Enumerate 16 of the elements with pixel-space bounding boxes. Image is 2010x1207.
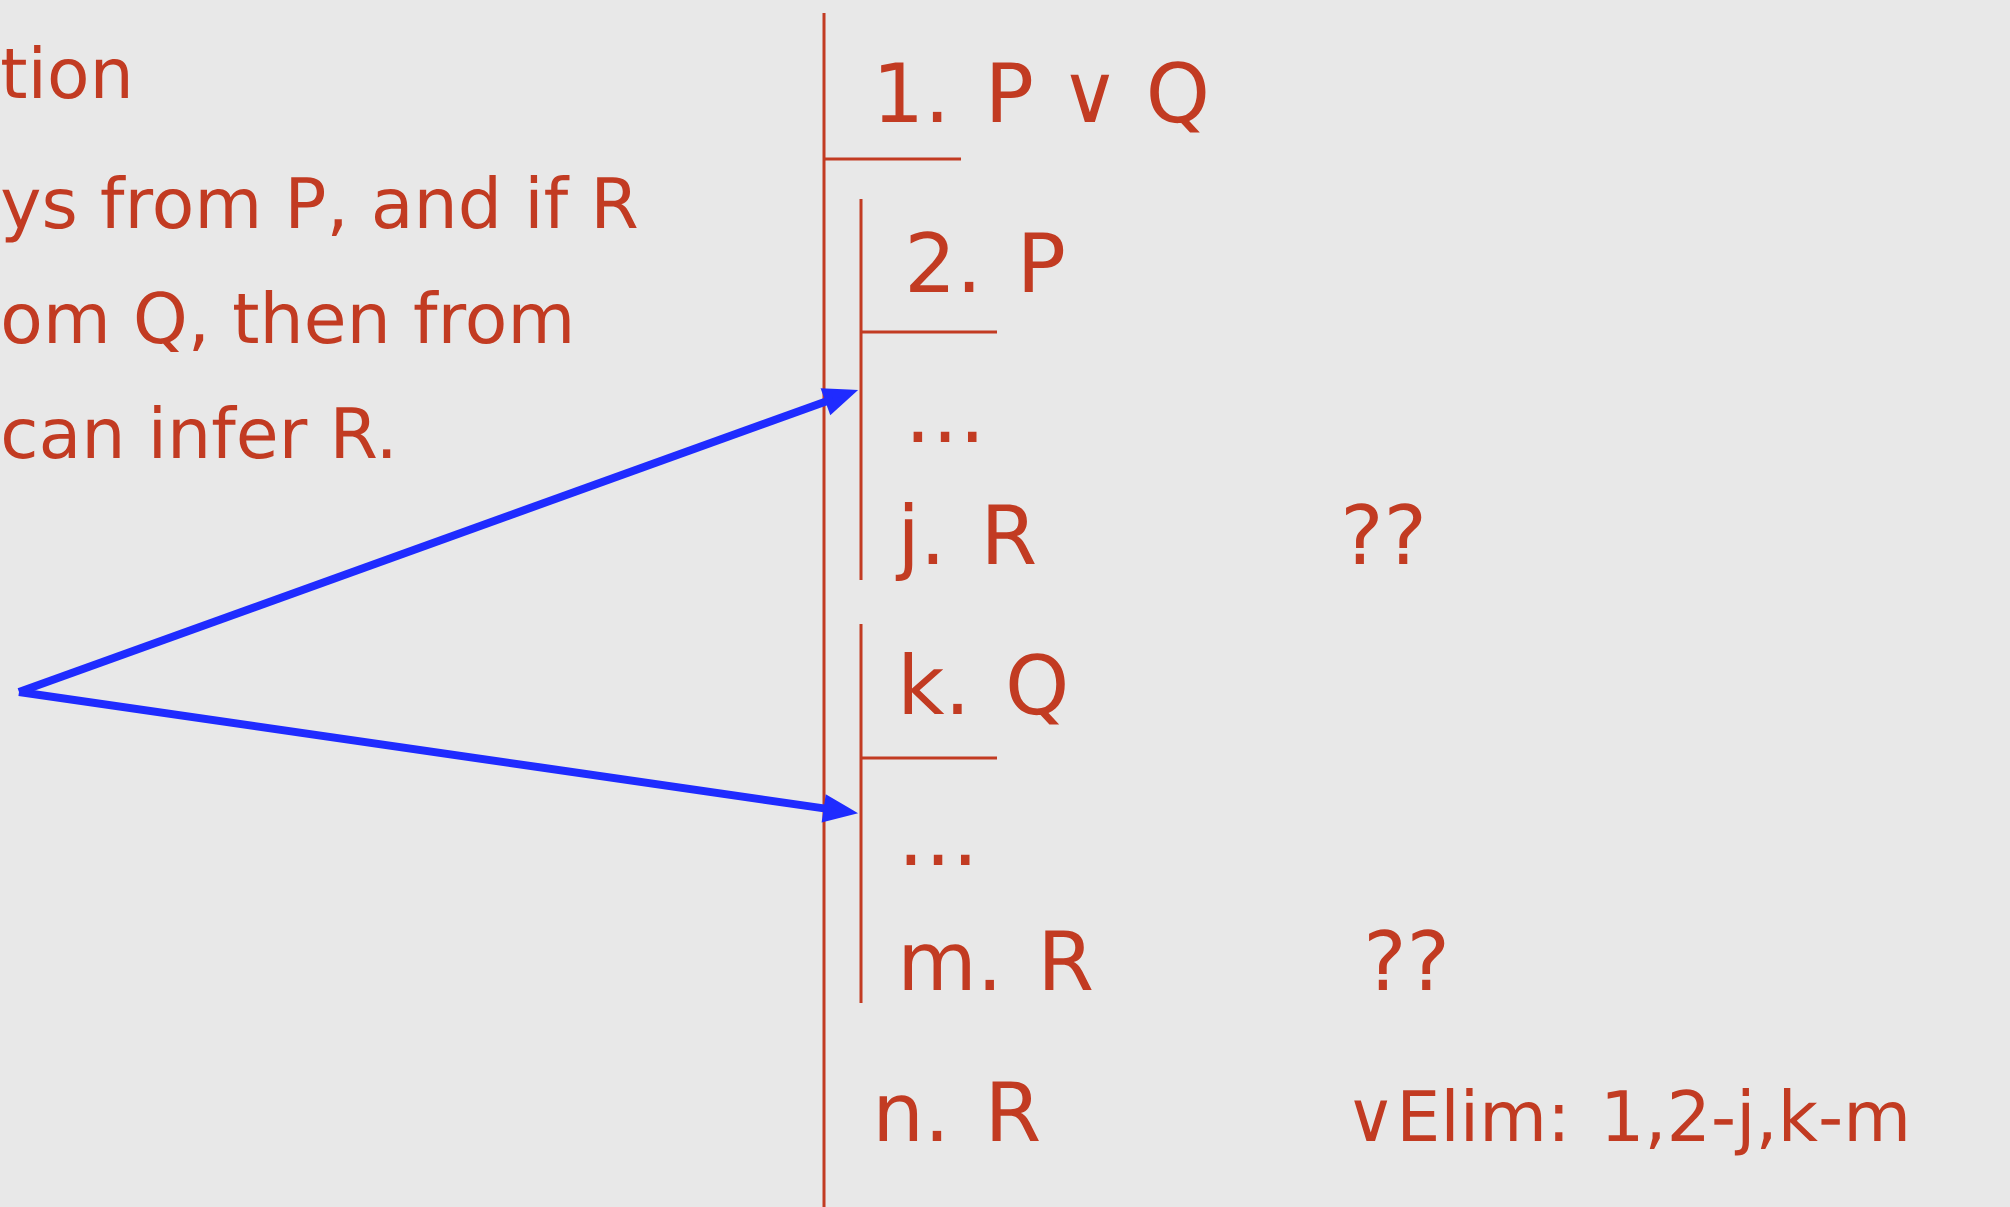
proof-line: n. R <box>879 1081 1039 1141</box>
justification: ?? <box>1369 929 1445 990</box>
proof-line: j. R <box>895 501 1035 581</box>
text-line: ys from P, and if R <box>2 175 637 243</box>
subproof-bar <box>859 624 863 1003</box>
proof-line: m. R <box>904 930 1092 990</box>
proof-line: 1. P ∨ Q <box>881 61 1206 133</box>
ellipsis: … <box>913 431 977 442</box>
text-line: om Q, then from <box>4 290 570 352</box>
subproof-bar <box>859 199 863 580</box>
text-line: can infer R. <box>4 405 391 459</box>
justification: ?? <box>1346 503 1422 564</box>
justification: ∨Elim: 1,2-j,k-m <box>1354 1088 1906 1156</box>
proof-line: 2. P <box>910 231 1064 292</box>
proof-line: k. Q <box>904 651 1065 725</box>
text-line: tion <box>2 45 128 99</box>
